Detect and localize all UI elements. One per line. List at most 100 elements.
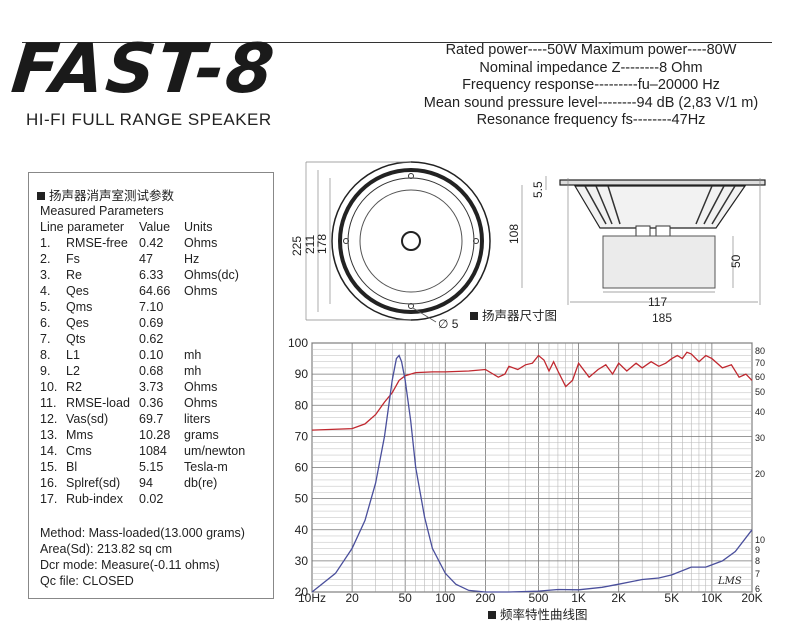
x-tick-label: 10K xyxy=(701,591,722,605)
parameter-name: Qts xyxy=(66,332,86,346)
method-line: Method: Mass-loaded(13.000 grams) xyxy=(40,526,245,540)
parameter-name: RMSE-free xyxy=(66,236,128,250)
dim-225: 225 xyxy=(290,236,304,256)
y-right-tick-label: 70 xyxy=(755,358,765,368)
x-tick-label: 1K xyxy=(571,591,586,605)
x-tick-label: 2K xyxy=(611,591,626,605)
parameter-unit: liters xyxy=(184,412,211,426)
y-left-tick-label: 20 xyxy=(295,585,309,599)
y-right-tick-label: 60 xyxy=(755,372,765,382)
column-header-value: Value xyxy=(139,220,171,234)
spec-line-resonance: Resonance frequency fs--------47Hz xyxy=(476,112,706,128)
parameter-number: 2. xyxy=(40,252,51,266)
parameters-table: Measured Parameters Line parameter Value… xyxy=(40,203,264,507)
drawing-caption-text: 扬声器尺寸图 xyxy=(482,309,558,323)
measurement-method: Method: Mass-loaded(13.000 grams) Area(S… xyxy=(40,525,245,589)
impedance-curve xyxy=(311,354,753,593)
x-tick-label: 100 xyxy=(435,591,455,605)
parameter-number: 15. xyxy=(40,460,58,474)
parameter-unit: mh xyxy=(184,364,202,378)
parameter-name: RMSE-load xyxy=(66,396,130,410)
product-subtitle: HI-FI FULL RANGE SPEAKER xyxy=(26,110,272,129)
parameter-value: 0.69 xyxy=(139,316,164,330)
parameter-value: 5.15 xyxy=(139,460,164,474)
dcr-mode-line: Dcr mode: Measure(-0.11 ohms) xyxy=(40,558,220,572)
parameters-heading-text: 扬声器消声室测试参数 xyxy=(49,189,175,203)
column-header-parameter: Line parameter xyxy=(40,220,125,234)
parameter-number: 8. xyxy=(40,348,51,362)
parameter-value: 0.42 xyxy=(139,236,164,250)
y-right-tick-label: 40 xyxy=(755,407,765,417)
parameter-unit: grams xyxy=(184,428,219,442)
y-right-tick-label: 9 xyxy=(755,545,760,555)
x-tick-label: 10Hz xyxy=(298,591,326,605)
parameter-number: 5. xyxy=(40,300,51,314)
parameter-number: 10. xyxy=(40,380,58,394)
parameter-number: 9. xyxy=(40,364,51,378)
x-tick-label: 20K xyxy=(741,591,762,605)
dim-50: 50 xyxy=(729,254,743,268)
y-right-tick-label: 6 xyxy=(755,584,760,594)
graph-caption: 频率特性曲线图 xyxy=(488,604,588,623)
parameter-unit: Ohms xyxy=(184,236,218,250)
spec-line-power: Rated power----50W Maximum power----80W xyxy=(445,42,737,58)
parameter-name: Bl xyxy=(66,460,78,474)
parameter-name: Re xyxy=(66,268,82,282)
dim-108: 108 xyxy=(507,224,521,244)
parameter-value: 64.66 xyxy=(139,284,171,298)
parameter-name: Qms xyxy=(66,300,93,314)
parameter-unit: Ohms xyxy=(184,396,218,410)
parameter-value: 0.62 xyxy=(139,332,164,346)
parameter-name: R2 xyxy=(66,380,82,394)
parameter-number: 17. xyxy=(40,492,58,506)
parameter-number: 12. xyxy=(40,412,58,426)
parameter-unit: db(re) xyxy=(184,476,218,490)
x-tick-label: 5K xyxy=(664,591,679,605)
parameter-value: 10.28 xyxy=(139,428,171,442)
parameter-name: Splref(sd) xyxy=(66,476,121,490)
y-right-tick-label: 7 xyxy=(755,569,760,579)
parameter-row: 2. Fs 47 Hz xyxy=(40,251,264,267)
parameter-unit: Tesla-m xyxy=(184,460,228,474)
dim-117: 117 xyxy=(648,295,667,309)
dim-5-5: 5.5 xyxy=(531,181,545,198)
parameter-value: 47 xyxy=(139,252,153,266)
header-rule xyxy=(22,42,772,43)
parameter-value: 0.36 xyxy=(139,396,164,410)
parameter-value: 0.02 xyxy=(139,492,164,506)
x-tick-label: 20 xyxy=(345,591,359,605)
parameter-value: 6.33 xyxy=(139,268,164,282)
parameter-name: Fs xyxy=(66,252,80,266)
parameter-unit: Ohms xyxy=(184,380,218,394)
y-right-tick-label: 8 xyxy=(755,556,760,566)
parameter-unit: um/newton xyxy=(184,444,246,458)
spec-line-impedance: Nominal impedance Z--------8 Ohm xyxy=(479,59,703,76)
parameter-number: 1. xyxy=(40,236,51,250)
dim-178: 178 xyxy=(315,234,329,254)
parameter-number: 14. xyxy=(40,444,58,458)
grid-lines xyxy=(311,342,753,593)
spec-line-spl: Mean sound pressure level--------94 dB (… xyxy=(423,94,759,111)
y-left-tick-label: 80 xyxy=(295,398,309,412)
measured-parameters-label: Measured Parameters xyxy=(40,204,164,218)
rated-specs: Rated power----50W Maximum power----80W … xyxy=(396,42,786,130)
parameter-row: 1. RMSE-free 0.42 Ohms xyxy=(40,235,264,251)
signature-mark: LMS xyxy=(717,576,742,587)
parameter-unit: Hz xyxy=(184,252,200,266)
y-left-tick-label: 100 xyxy=(288,336,308,350)
spl-curve xyxy=(311,351,753,431)
